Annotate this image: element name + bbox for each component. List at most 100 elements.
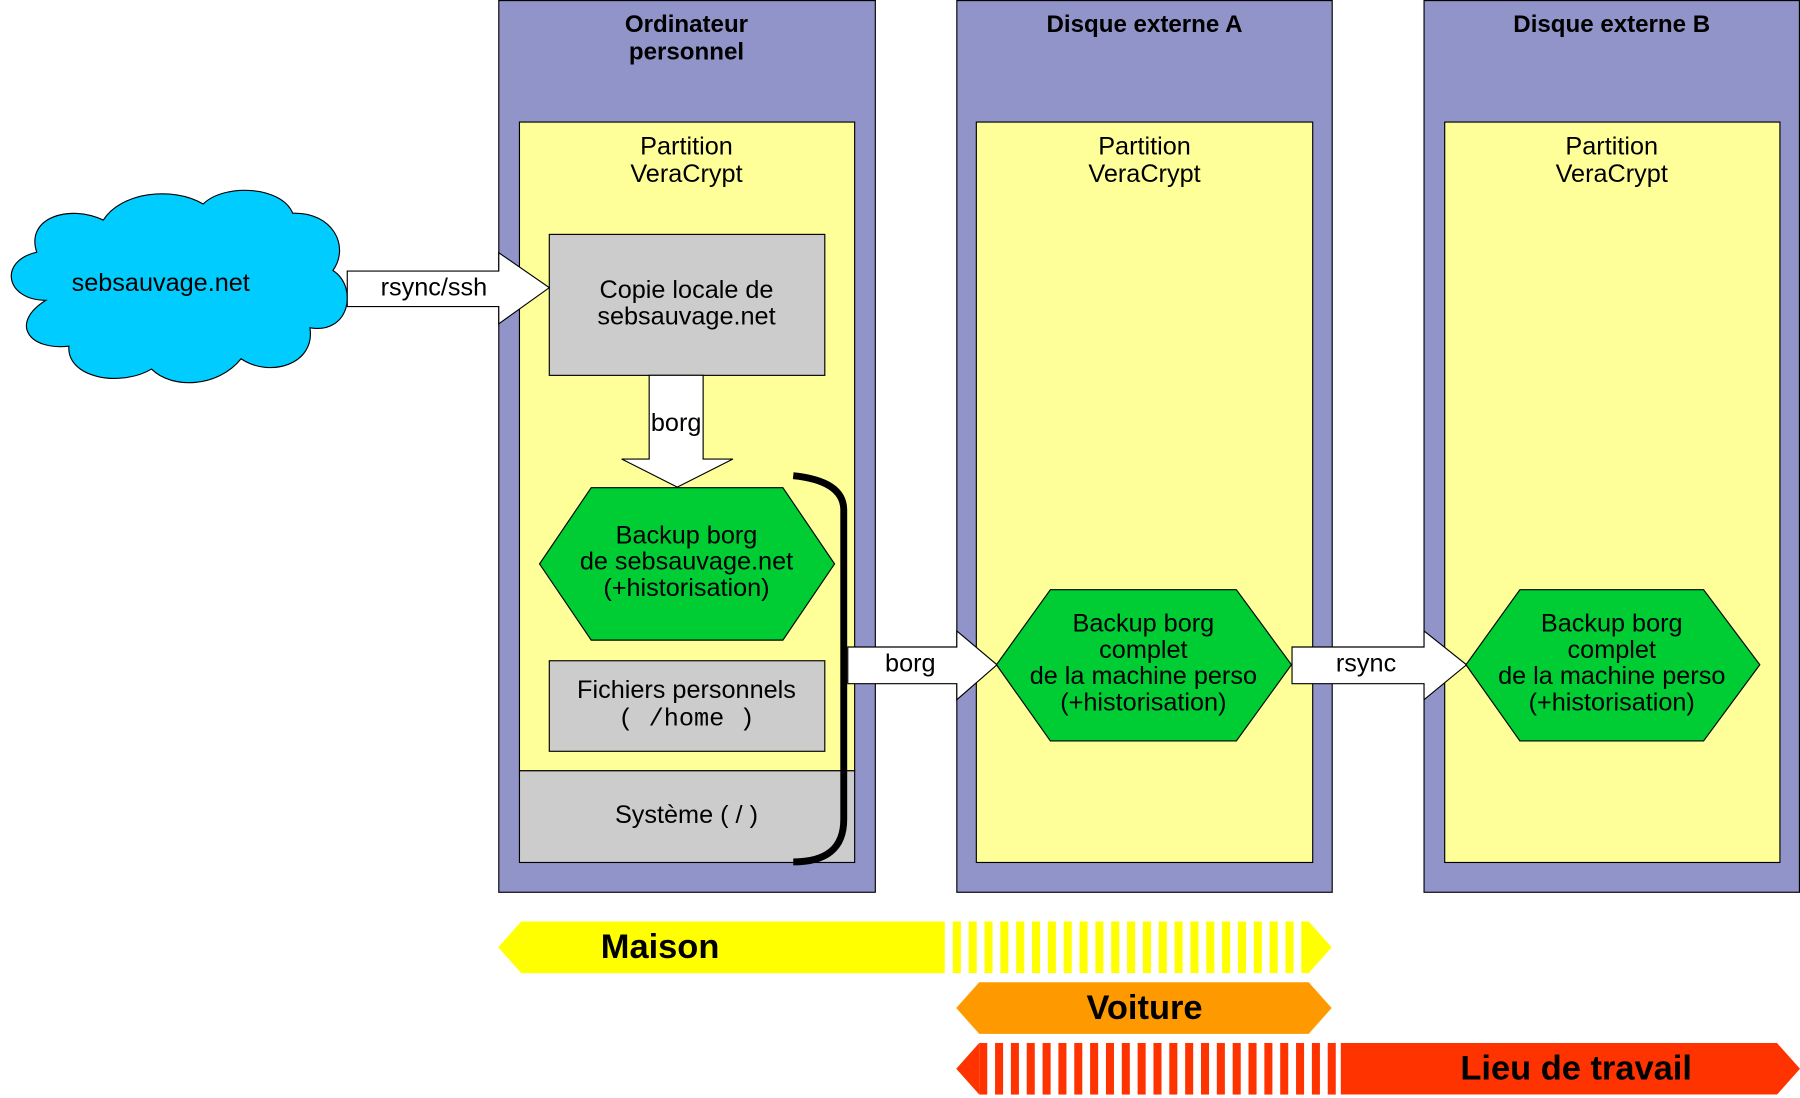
stripe [1010, 1042, 1019, 1095]
stripe [952, 921, 961, 974]
partition-label: VeraCrypt [1556, 160, 1668, 188]
stripe [1301, 921, 1310, 974]
hexagon-label: de la machine perso [1498, 662, 1725, 690]
stripe [968, 921, 977, 974]
stripe [1269, 921, 1278, 974]
arrow-label: rsync/ssh [381, 274, 488, 302]
hexagon-label: Backup borg [1073, 610, 1215, 638]
stripe [1232, 1042, 1241, 1095]
stripe [1047, 921, 1056, 974]
stripe [1137, 1042, 1146, 1095]
cloud-label: sebsauvage.net [72, 269, 250, 297]
column-title: Ordinateur [625, 11, 748, 38]
local-copy-label: Copie locale de [599, 276, 773, 304]
stripe [1000, 921, 1009, 974]
stripe [1090, 1042, 1099, 1095]
arrow-tip [1308, 921, 1332, 974]
stripe [995, 1042, 1004, 1095]
stripe [1121, 1042, 1130, 1095]
stripe [1222, 921, 1231, 974]
column-title: Disque externe B [1513, 11, 1710, 38]
location-label: Maison [601, 928, 720, 966]
stripe [1079, 921, 1088, 974]
column-disk-b: Disque externe B Partition VeraCrypt [1423, 0, 1800, 893]
stripe [1158, 921, 1167, 974]
column-disk-a: Disque externe A Partition VeraCrypt [956, 0, 1333, 893]
stripe [1058, 1042, 1067, 1095]
cloud-sebsauvage: sebsauvage.net [10, 189, 348, 384]
partition-veracrypt [1444, 121, 1781, 864]
hexagon-label: complet [1568, 636, 1656, 664]
partition-label: Partition [1098, 133, 1191, 161]
personal-files-box: Fichiers personnels ( /home ) [548, 660, 826, 752]
band-lieu-de-travail: Lieu de travail [956, 1042, 1800, 1095]
stripe [1095, 921, 1104, 974]
hexagon-label: complet [1099, 636, 1187, 664]
stripe [1111, 921, 1120, 974]
stripe [1042, 1042, 1051, 1095]
bracket-icon [792, 472, 848, 866]
stripe [1327, 1042, 1336, 1095]
band-maison: Maison [498, 921, 1332, 974]
stripe [979, 1042, 988, 1095]
stripe [1026, 1042, 1035, 1095]
partition-label: VeraCrypt [630, 160, 742, 188]
hexagon-label: de la machine perso [1030, 662, 1257, 690]
hexagon-borg-full-b: Backup borg complet de la machine perso … [1465, 589, 1761, 742]
band-voiture: Voiture [956, 982, 1332, 1034]
band-stripes [952, 921, 1332, 974]
personal-files-label: Fichiers personnels [577, 676, 796, 704]
stripe [1190, 921, 1199, 974]
stripe [1200, 1042, 1210, 1095]
arrow-tip [956, 1042, 980, 1095]
stripe [1142, 921, 1151, 974]
hexagon-label: de sebsauvage.net [580, 548, 793, 576]
arrow-label: borg [885, 650, 936, 678]
local-copy-box: Copie locale de sebsauvage.net [548, 233, 826, 376]
partition-label: VeraCrypt [1088, 160, 1200, 188]
hexagon-label: Backup borg [616, 521, 758, 549]
stripe [1285, 921, 1294, 974]
arrow-rsync-ssh: rsync/ssh [346, 251, 551, 325]
partition-label: Partition [640, 133, 733, 161]
stripe [1216, 1042, 1225, 1095]
column-title: personnel [629, 39, 744, 66]
system-box [518, 770, 856, 864]
arrow-label: rsync [1336, 650, 1396, 678]
stripe [1016, 921, 1025, 974]
cloud-icon [10, 189, 348, 384]
stripe [1105, 1042, 1114, 1095]
stripe [1127, 921, 1136, 974]
partition-veracrypt [975, 121, 1314, 864]
arrow-label: borg [651, 409, 702, 437]
hexagon-label: (+historisation) [1060, 689, 1226, 717]
stripe [1296, 1042, 1305, 1095]
stripe [984, 921, 993, 974]
location-label: Voiture [1086, 989, 1202, 1027]
column-title: Disque externe A [1047, 11, 1243, 38]
hexagon-label: (+historisation) [1529, 689, 1695, 717]
arrow-borg-down: borg [621, 374, 734, 488]
stripe [1074, 1042, 1083, 1095]
stripe [1253, 921, 1262, 974]
stripe [1311, 1042, 1320, 1095]
stripe [1237, 921, 1246, 974]
stripe [1264, 1042, 1273, 1095]
stripe [1169, 1042, 1178, 1095]
stripe [1063, 921, 1072, 974]
hexagon-label: (+historisation) [603, 574, 769, 602]
stripe [1153, 1042, 1162, 1095]
location-label: Lieu de travail [1460, 1050, 1692, 1088]
stripe [1185, 1042, 1194, 1095]
local-copy-label: sebsauvage.net [597, 302, 775, 330]
stripe [1206, 921, 1215, 974]
arrow-rsync-right: rsync [1291, 629, 1468, 701]
stripe [1174, 921, 1183, 974]
stripe [1280, 1042, 1289, 1095]
band-stripes [956, 1042, 1336, 1095]
stripe [1032, 921, 1041, 974]
arrow-borg-right: borg [847, 629, 998, 701]
stripe [1248, 1042, 1257, 1095]
personal-files-path: ( /home ) [618, 705, 754, 734]
